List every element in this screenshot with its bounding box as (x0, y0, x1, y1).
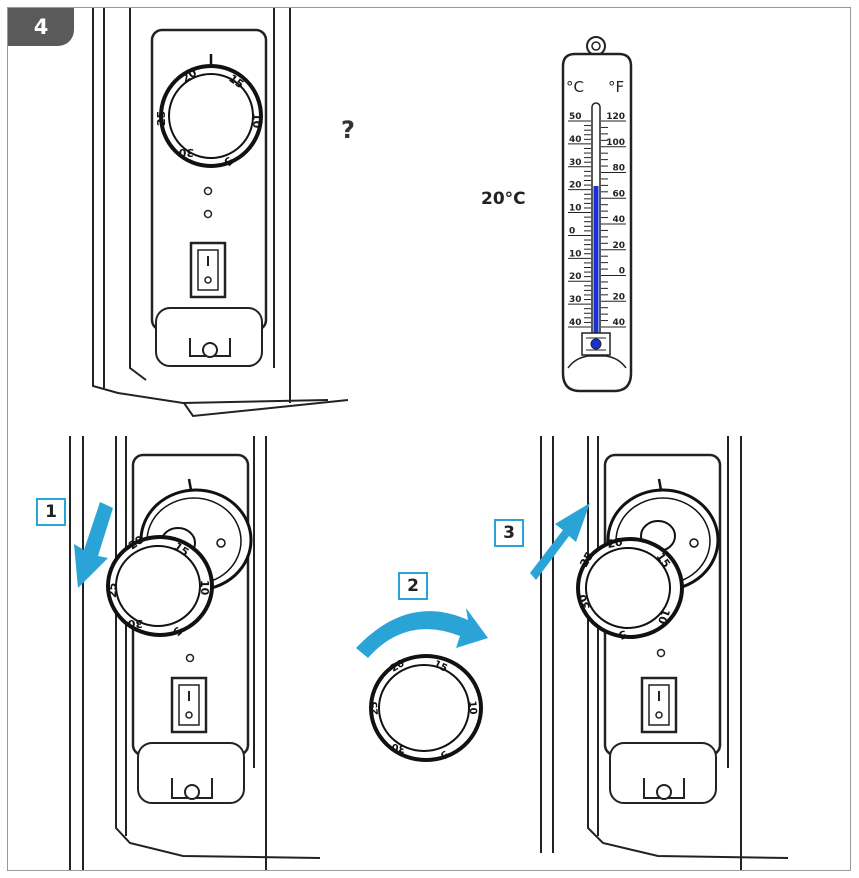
svg-text:30: 30 (575, 592, 593, 611)
room-temperature-label: 20°C (481, 189, 526, 209)
fahrenheit-tick-label: 20 (612, 241, 625, 251)
svg-text:25: 25 (155, 111, 168, 126)
svg-text:15: 15 (432, 659, 449, 675)
thermometer-scale (568, 120, 626, 328)
svg-text:30: 30 (127, 617, 143, 630)
svg-text:10: 10 (198, 580, 211, 596)
celsius-tick-label: 30 (569, 158, 582, 168)
celsius-tick-labels: 50 40 30 20 10 0 10 20 30 40 (569, 112, 582, 328)
fahrenheit-tick-label: 60 (612, 189, 625, 199)
svg-text:20: 20 (606, 535, 624, 551)
control-panel-bottom-right (576, 453, 722, 804)
celsius-tick-label: 10 (569, 204, 582, 214)
celsius-tick-label: 40 (569, 318, 582, 328)
heater-body-top (92, 8, 349, 418)
question-mark: ? (341, 116, 355, 144)
celsius-unit: °C (566, 78, 584, 96)
indicator-light-2 (203, 209, 213, 219)
celsius-tick-label: 10 (569, 249, 582, 259)
temperature-dial-rotating[interactable] (369, 654, 483, 762)
svg-text:10: 10 (466, 700, 478, 715)
fahrenheit-unit: °F (608, 78, 624, 96)
callout-step-2: 2 (398, 572, 428, 600)
illustration: 20 15 10 5 30 25 °C °F (69, 8, 789, 870)
fahrenheit-tick-label: 40 (612, 318, 625, 328)
fahrenheit-tick-label: 80 (612, 164, 625, 174)
celsius-tick-label: 30 (569, 295, 582, 305)
mercury-column (593, 186, 599, 346)
arrow-rotate (356, 608, 488, 658)
arrow-push-in (530, 503, 590, 580)
callout-step-3: 3 (494, 519, 524, 547)
arrow-pull-out (74, 502, 113, 588)
fahrenheit-tick-label: 120 (606, 112, 625, 122)
fahrenheit-tick-labels: 120 100 80 60 40 20 0 20 40 (606, 112, 625, 328)
celsius-tick-label: 40 (569, 135, 582, 145)
svg-text:5: 5 (617, 627, 629, 642)
instruction-figure: 20 15 10 5 30 25 °C °F (7, 7, 851, 871)
indicator-light-1 (203, 186, 213, 196)
callout-step-1: 1 (36, 498, 66, 526)
fahrenheit-tick-label: 100 (606, 138, 625, 148)
celsius-tick-label: 0 (569, 226, 575, 236)
svg-text:10: 10 (655, 607, 673, 626)
celsius-tick-label: 50 (569, 112, 582, 122)
control-panel-top (150, 28, 268, 367)
heater-body-bottom-right (540, 436, 789, 870)
fahrenheit-tick-label: 0 (619, 267, 625, 277)
fahrenheit-tick-label: 40 (612, 215, 625, 225)
heater-body-bottom-left (69, 436, 321, 870)
step-number-badge: 4 (8, 8, 74, 46)
svg-text:25: 25 (106, 583, 119, 598)
thermometer (561, 36, 633, 393)
celsius-tick-label: 20 (569, 272, 582, 282)
svg-text:30: 30 (178, 146, 194, 159)
svg-text:10: 10 (250, 113, 263, 129)
svg-text:30: 30 (391, 741, 407, 754)
fahrenheit-tick-label: 20 (612, 292, 625, 302)
celsius-tick-label: 20 (569, 181, 582, 191)
control-panel-bottom-left (106, 453, 253, 804)
svg-text:25: 25 (369, 701, 381, 716)
